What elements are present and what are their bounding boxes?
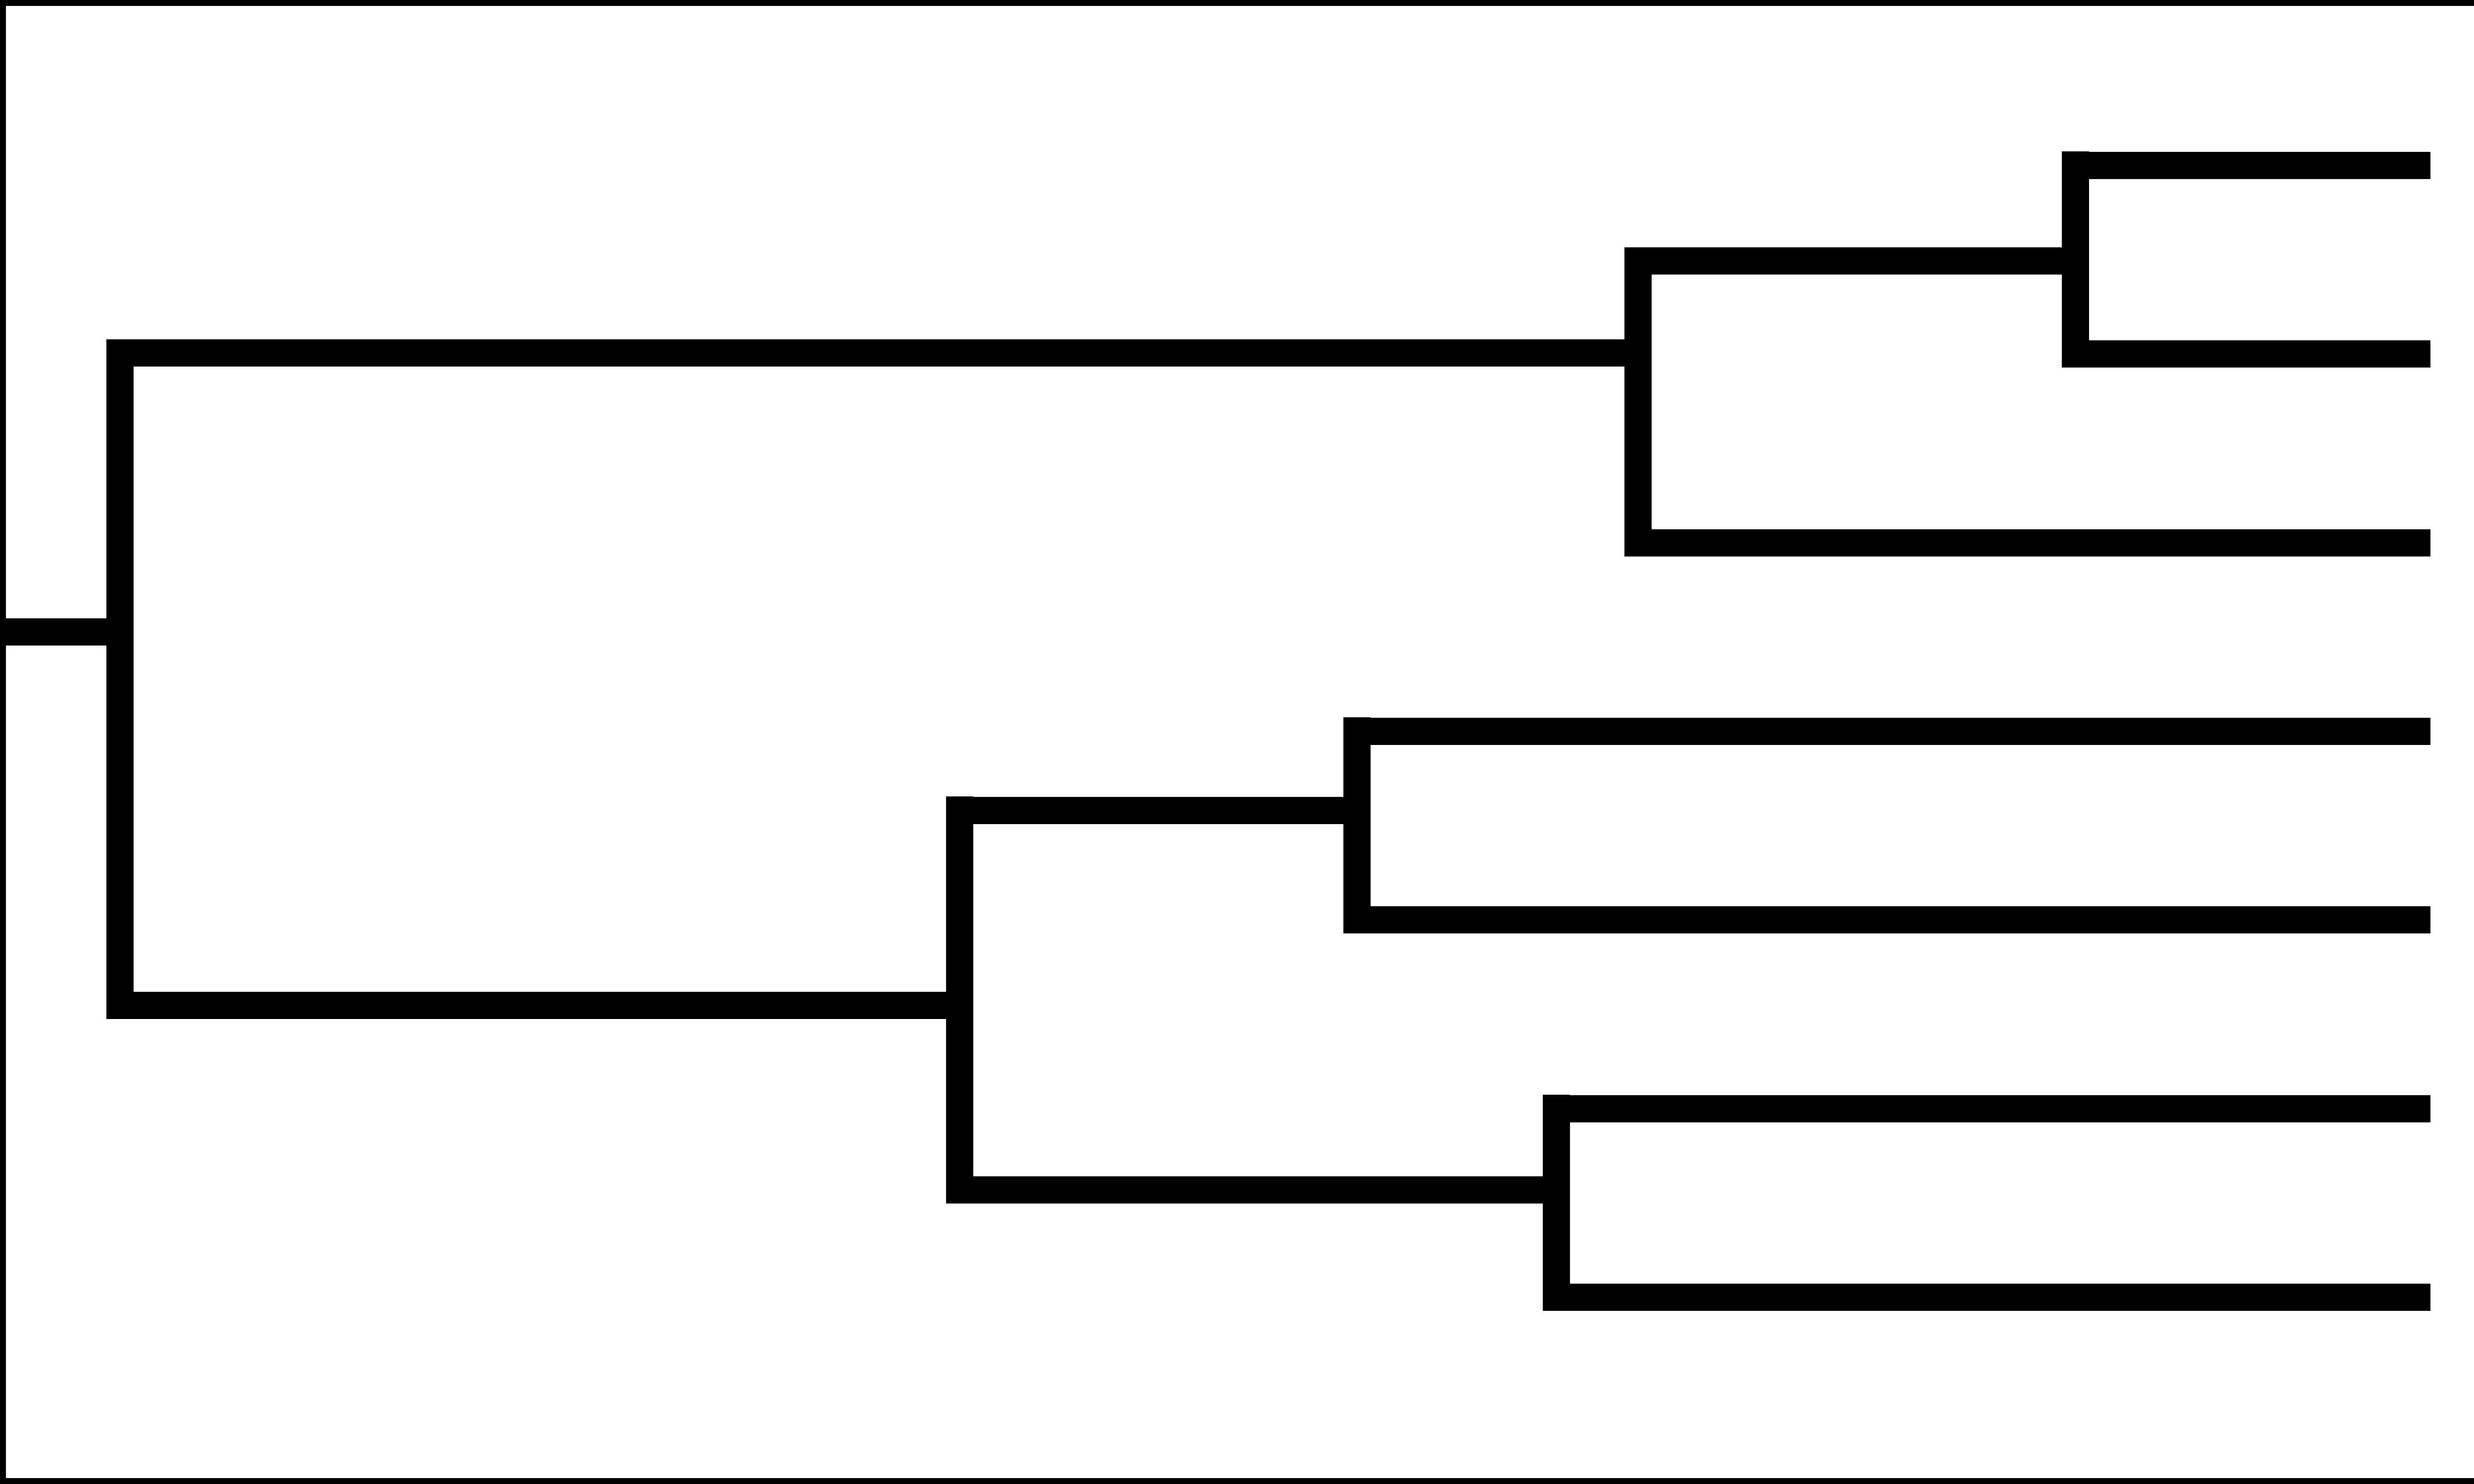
branch-segment-bottomcluster-to-bmgf [946, 796, 1371, 824]
branch-segment-top-cluster-vertical [1624, 247, 1652, 556]
branch-segment-branch-YF [1543, 1283, 2430, 1311]
branch-segment-root-to-top-cluster [106, 339, 1652, 367]
branch-segment-root-vertical [106, 339, 134, 1019]
branch-segment-wm-gm-vertical [2061, 151, 2089, 368]
branch-segment-bottom-cluster-vertical [946, 796, 973, 1204]
branch-segment-bottomcluster-to-bfyf [946, 1176, 1570, 1204]
branch-segment-branch-WF [1624, 529, 2430, 556]
branch-segment-branch-GF [1343, 906, 2430, 933]
branch-segment-topcluster-to-wmgm [1624, 247, 2089, 275]
branch-segment-branch-BF [1543, 1095, 2430, 1122]
branch-segment-bf-yf-vertical [1542, 1095, 1570, 1311]
branch-segment-bm-gf-vertical [1343, 717, 1371, 933]
branch-segment-branch-GM [2062, 340, 2430, 368]
branch-segment-root-to-bottom-cluster [106, 991, 973, 1019]
branch-segment-branch-BM [1343, 717, 2430, 745]
branch-segment-branch-WM [2062, 151, 2430, 179]
